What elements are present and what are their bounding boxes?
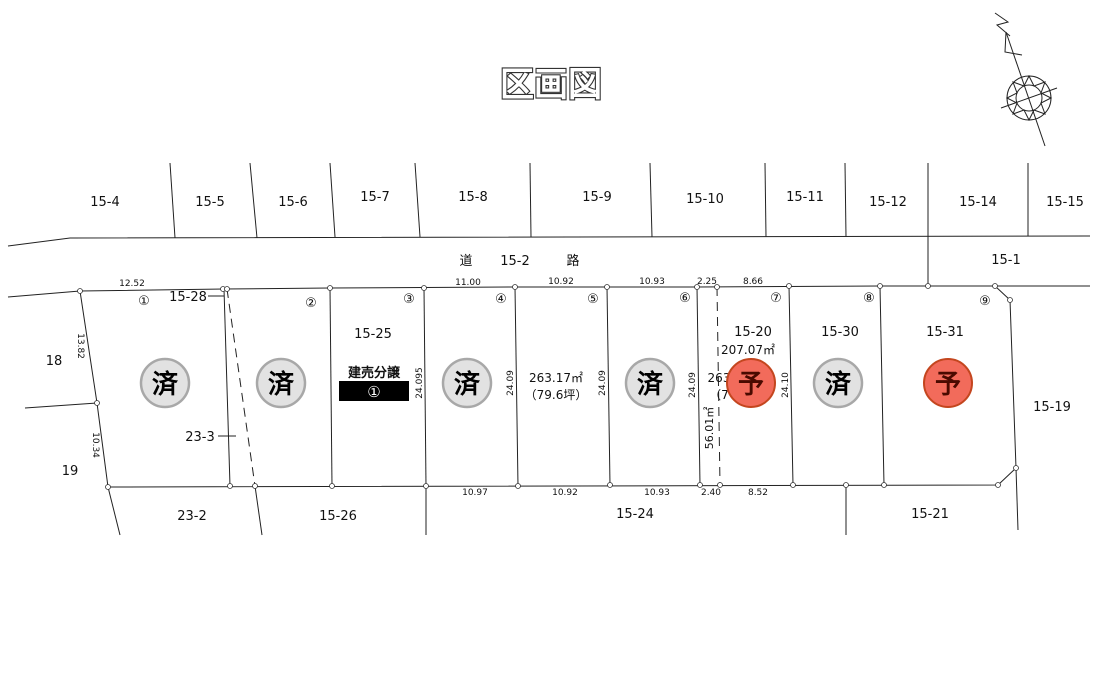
lot-number: ⑤ bbox=[587, 292, 599, 307]
neighbor-labels: 18 19 23-2 23-3 15-28 15-26 15-24 15-21 … bbox=[46, 290, 1071, 524]
svg-text:15-2: 15-2 bbox=[500, 254, 530, 269]
road-labels: 道 15-2 路 15-1 bbox=[459, 253, 1020, 269]
svg-text:10.92: 10.92 bbox=[548, 277, 574, 287]
lot-label: 15-5 bbox=[195, 195, 225, 210]
sold-mark[interactable]: 済 bbox=[441, 357, 493, 409]
top-lot-labels: 15-4 15-5 15-6 15-7 15-8 15-9 15-10 15-1… bbox=[90, 190, 1084, 210]
svg-text:15-24: 15-24 bbox=[616, 507, 654, 522]
svg-text:24.095: 24.095 bbox=[415, 367, 425, 399]
lot-number: ⑧ bbox=[863, 291, 875, 306]
svg-text:23-3: 23-3 bbox=[185, 430, 215, 445]
svg-text:8.52: 8.52 bbox=[748, 488, 768, 498]
svg-text:263.17㎡: 263.17㎡ bbox=[529, 371, 583, 385]
sold-mark[interactable]: 済 bbox=[139, 357, 191, 409]
svg-text:23-2: 23-2 bbox=[177, 509, 207, 524]
svg-text:15-31: 15-31 bbox=[926, 325, 964, 340]
parcel-info: 15-25 15-20 15-30 15-31 263.17㎡ （79.6坪） … bbox=[354, 325, 964, 449]
svg-text:2.40: 2.40 bbox=[701, 488, 721, 498]
lot-number: ⑥ bbox=[679, 291, 691, 306]
lot-label: 15-7 bbox=[360, 190, 390, 205]
dimensions: 12.52 11.00 10.92 10.93 2.25 8.66 10.97 … bbox=[75, 277, 791, 498]
svg-text:24.09: 24.09 bbox=[598, 370, 608, 396]
parcel-lines bbox=[24, 285, 1019, 536]
lot-label: 15-14 bbox=[959, 195, 997, 210]
svg-text:10.93: 10.93 bbox=[639, 277, 665, 287]
svg-text:①: ① bbox=[367, 383, 380, 401]
lot-number: ③ bbox=[403, 292, 415, 307]
svg-text:済: 済 bbox=[637, 369, 664, 400]
lot-label: 15-4 bbox=[90, 195, 120, 210]
svg-text:263: 263 bbox=[708, 371, 731, 385]
lot-label: 15-10 bbox=[686, 192, 724, 207]
svg-text:路: 路 bbox=[566, 253, 579, 269]
lot-label: 15-15 bbox=[1046, 195, 1084, 210]
lot-label: 15-11 bbox=[786, 190, 824, 205]
svg-text:18: 18 bbox=[46, 354, 63, 369]
svg-text:建売分譲: 建売分譲 bbox=[348, 365, 401, 381]
north-arrow-icon bbox=[994, 12, 1058, 147]
svg-text:10.93: 10.93 bbox=[644, 488, 670, 498]
svg-text:済: 済 bbox=[268, 369, 295, 400]
svg-text:10.97: 10.97 bbox=[462, 488, 488, 498]
svg-text:（7: （7 bbox=[709, 388, 729, 402]
lot-number: ⑨ bbox=[979, 294, 991, 309]
svg-text:済: 済 bbox=[454, 369, 481, 400]
svg-text:（79.6坪）: （79.6坪） bbox=[525, 388, 588, 402]
svg-text:15-21: 15-21 bbox=[911, 507, 949, 522]
svg-text:15-30: 15-30 bbox=[821, 325, 859, 340]
svg-text:15-1: 15-1 bbox=[991, 253, 1021, 268]
svg-text:15-28: 15-28 bbox=[169, 290, 207, 305]
for-sale-badge[interactable]: 建売分譲 ① bbox=[339, 365, 409, 401]
svg-text:19: 19 bbox=[62, 464, 79, 479]
svg-text:15-19: 15-19 bbox=[1033, 400, 1071, 415]
sold-mark[interactable]: 済 bbox=[624, 357, 676, 409]
svg-text:24.09: 24.09 bbox=[688, 372, 698, 398]
svg-text:2.25: 2.25 bbox=[697, 277, 717, 287]
svg-text:15-20: 15-20 bbox=[734, 325, 772, 340]
svg-text:207.07㎡: 207.07㎡ bbox=[721, 343, 775, 357]
reserved-mark[interactable]: 予 bbox=[726, 358, 776, 408]
svg-text:56.01㎡: 56.01㎡ bbox=[703, 407, 716, 450]
sold-mark[interactable]: 済 bbox=[812, 357, 864, 409]
lot-label: 15-8 bbox=[458, 190, 488, 205]
svg-text:予: 予 bbox=[738, 370, 764, 400]
svg-text:道: 道 bbox=[459, 254, 472, 269]
svg-text:予: 予 bbox=[935, 370, 961, 400]
survey-points bbox=[77, 283, 1019, 490]
svg-text:24.09: 24.09 bbox=[506, 370, 516, 396]
reserved-mark[interactable]: 予 bbox=[923, 358, 973, 408]
svg-text:24.10: 24.10 bbox=[781, 372, 791, 398]
svg-text:10.34: 10.34 bbox=[90, 432, 100, 458]
svg-text:済: 済 bbox=[152, 369, 179, 400]
svg-text:8.66: 8.66 bbox=[743, 277, 763, 287]
lot-number: ① bbox=[138, 294, 150, 309]
svg-text:13.82: 13.82 bbox=[75, 333, 85, 359]
lot-numbers: ① ② ③ ④ ⑤ ⑥ ⑦ ⑧ ⑨ bbox=[138, 291, 991, 311]
lot-label: 15-6 bbox=[278, 195, 308, 210]
lot-number: ⑦ bbox=[770, 291, 782, 306]
svg-text:12.52: 12.52 bbox=[119, 279, 145, 289]
page-title: 区画図 bbox=[500, 65, 602, 105]
svg-text:済: 済 bbox=[825, 369, 852, 400]
svg-text:11.00: 11.00 bbox=[455, 278, 481, 288]
svg-text:10.92: 10.92 bbox=[552, 488, 578, 498]
svg-text:15-25: 15-25 bbox=[354, 327, 392, 342]
lot-number: ② bbox=[305, 296, 317, 311]
sold-mark[interactable]: 済 bbox=[255, 357, 307, 409]
lot-label: 15-9 bbox=[582, 190, 612, 205]
lot-number: ④ bbox=[495, 292, 507, 307]
lot-label: 15-12 bbox=[869, 195, 907, 210]
svg-text:15-26: 15-26 bbox=[319, 509, 357, 524]
